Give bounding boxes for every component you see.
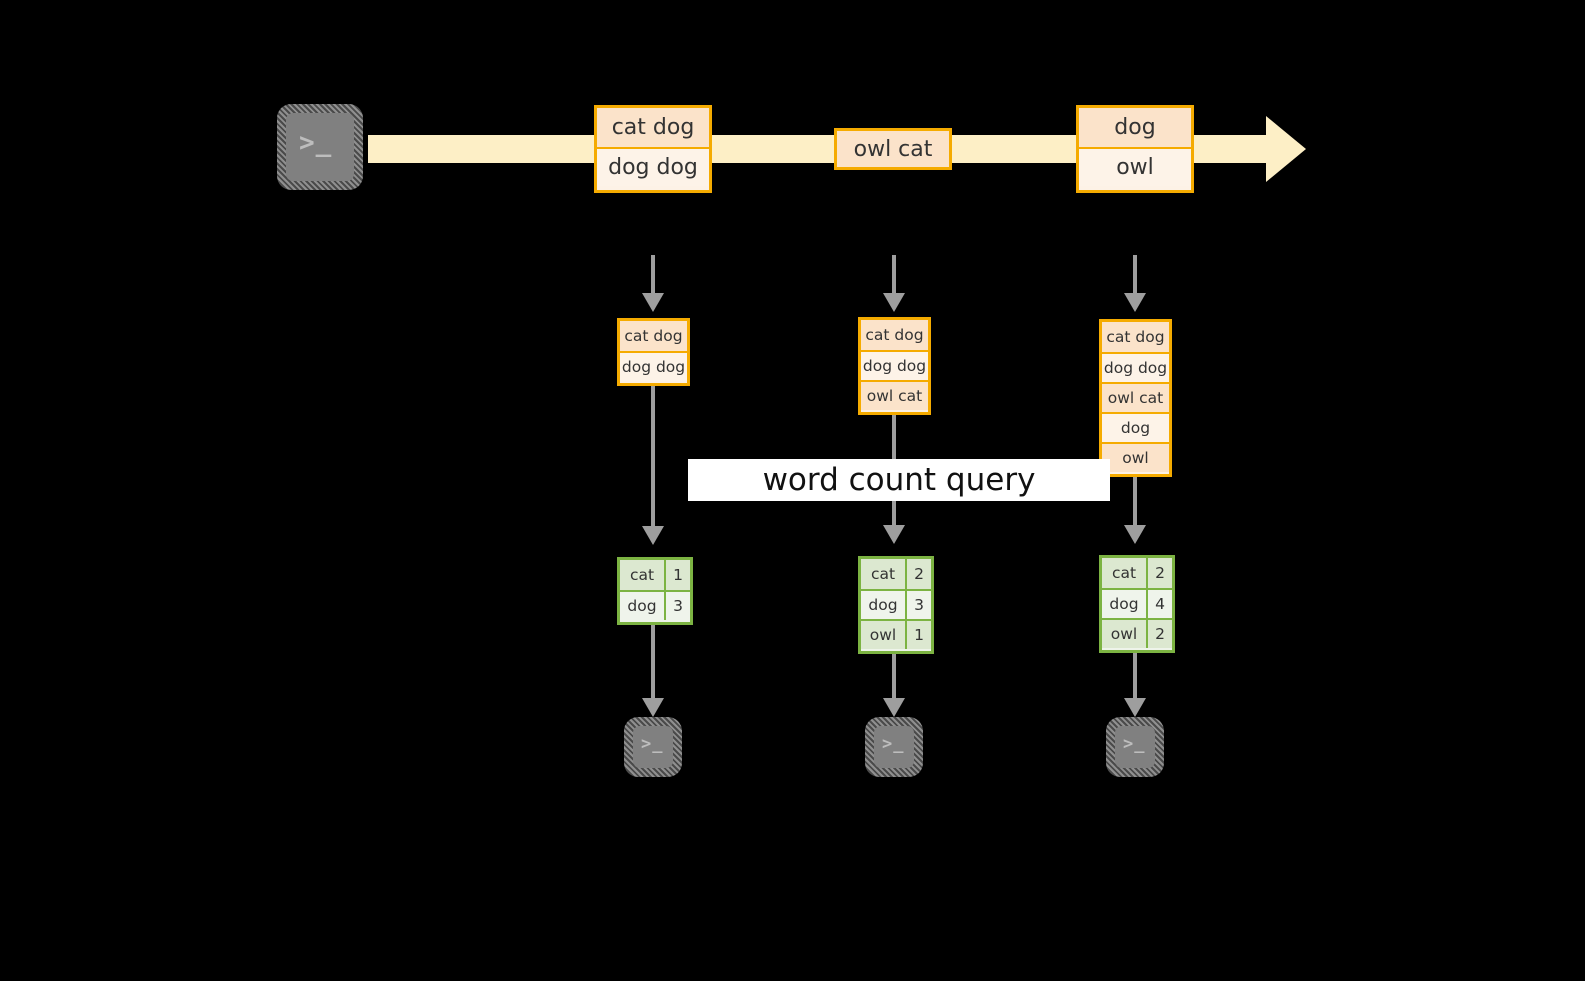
stream-message-2-row-0: owl cat [837, 131, 949, 167]
sink-terminal-1-icon[interactable]: >_ [624, 717, 682, 777]
accumulated-input-3-row-1: dog dog [1102, 352, 1169, 382]
sink-arrow-1-head [642, 698, 664, 717]
result-table-3-row-2-count: 2 [1146, 620, 1172, 648]
result-table-2-row-2-count: 1 [905, 621, 931, 649]
query-arrow-1-line [651, 386, 655, 526]
terminal-face [286, 113, 354, 181]
accumulated-input-2-row-1: dog dog [861, 350, 928, 380]
stream-message-3-row-0: dog [1079, 108, 1191, 147]
result-table-3-row-1: dog 4 [1102, 588, 1172, 618]
result-table-2-row-2-word: owl [861, 621, 905, 649]
query-arrow-3-line [1133, 477, 1137, 525]
trigger-arrow-3-head [1124, 293, 1146, 312]
sink-terminal-2-face [874, 726, 914, 768]
result-table-3-row-0-count: 2 [1146, 558, 1172, 588]
sink-arrow-3-line [1133, 653, 1137, 698]
source-terminal-icon[interactable]: >_ [277, 104, 363, 190]
result-table-2-row-1-word: dog [861, 591, 905, 619]
result-table-2-row-0: cat 2 [861, 559, 931, 589]
result-table-2-row-2: owl 1 [861, 619, 931, 649]
accumulated-input-1-row-0: cat dog [620, 321, 687, 351]
result-table-3[interactable]: cat 2 dog 4 owl 2 [1099, 555, 1175, 653]
trigger-arrow-2-head [883, 293, 905, 312]
trigger-arrow-1-head [642, 293, 664, 312]
accumulated-input-3-row-4: owl [1102, 442, 1169, 472]
query-arrow-3-head [1124, 525, 1146, 544]
trigger-arrow-2-line [892, 255, 896, 293]
result-table-1-row-0-count: 1 [664, 560, 690, 590]
result-table-1[interactable]: cat 1 dog 3 [617, 557, 693, 625]
result-table-1-row-0-word: cat [620, 560, 664, 590]
stream-message-2[interactable]: owl cat [834, 128, 952, 170]
stream-message-1-row-0: cat dog [597, 108, 709, 147]
result-table-3-row-0-word: cat [1102, 558, 1146, 588]
sink-terminal-2-icon[interactable]: >_ [865, 717, 923, 777]
result-table-1-row-0: cat 1 [620, 560, 690, 590]
accumulated-input-3[interactable]: cat dog dog dog owl cat dog owl [1099, 319, 1172, 477]
result-table-3-row-0: cat 2 [1102, 558, 1172, 588]
stream-message-1-row-1: dog dog [597, 147, 709, 186]
stream-message-3-row-1: owl [1079, 147, 1191, 186]
trigger-arrow-1-line [651, 255, 655, 293]
accumulated-input-2[interactable]: cat dog dog dog owl cat [858, 317, 931, 415]
query-label: word count query [688, 459, 1110, 501]
accumulated-input-2-row-0: cat dog [861, 320, 928, 350]
sink-terminal-3-prompt-glyph: >_ [1123, 734, 1146, 754]
stream-band-arrowhead [1266, 116, 1306, 182]
query-arrow-1-head [642, 526, 664, 545]
result-table-2-row-0-word: cat [861, 559, 905, 589]
sink-terminal-3-face [1115, 726, 1155, 768]
accumulated-input-3-row-3: dog [1102, 412, 1169, 442]
result-table-3-row-1-word: dog [1102, 590, 1146, 618]
sink-arrow-2-line [892, 654, 896, 698]
accumulated-input-3-row-0: cat dog [1102, 322, 1169, 352]
query-arrow-2-head [883, 525, 905, 544]
accumulated-input-1[interactable]: cat dog dog dog [617, 318, 690, 386]
result-table-3-row-2: owl 2 [1102, 618, 1172, 648]
result-table-2-row-1: dog 3 [861, 589, 931, 619]
accumulated-input-3-row-2: owl cat [1102, 382, 1169, 412]
trigger-arrow-3-line [1133, 255, 1137, 293]
sink-terminal-1-prompt-glyph: >_ [641, 734, 664, 754]
sink-arrow-1-line [651, 625, 655, 698]
sink-arrow-3-head [1124, 698, 1146, 717]
sink-terminal-3-icon[interactable]: >_ [1106, 717, 1164, 777]
sink-arrow-2-head [883, 698, 905, 717]
result-table-2[interactable]: cat 2 dog 3 owl 1 [858, 556, 934, 654]
result-table-1-row-1-count: 3 [664, 592, 690, 620]
stream-message-3[interactable]: dog owl [1076, 105, 1194, 193]
stream-message-1[interactable]: cat dog dog dog [594, 105, 712, 193]
result-table-3-row-2-word: owl [1102, 620, 1146, 648]
result-table-2-row-0-count: 2 [905, 559, 931, 589]
terminal-prompt-glyph: >_ [299, 128, 333, 158]
result-table-1-row-1-word: dog [620, 592, 664, 620]
result-table-3-row-1-count: 4 [1146, 590, 1172, 618]
result-table-1-row-1: dog 3 [620, 590, 690, 620]
sink-terminal-1-face [633, 726, 673, 768]
sink-terminal-2-prompt-glyph: >_ [882, 734, 905, 754]
accumulated-input-2-row-2: owl cat [861, 380, 928, 410]
result-table-2-row-1-count: 3 [905, 591, 931, 619]
accumulated-input-1-row-1: dog dog [620, 351, 687, 381]
